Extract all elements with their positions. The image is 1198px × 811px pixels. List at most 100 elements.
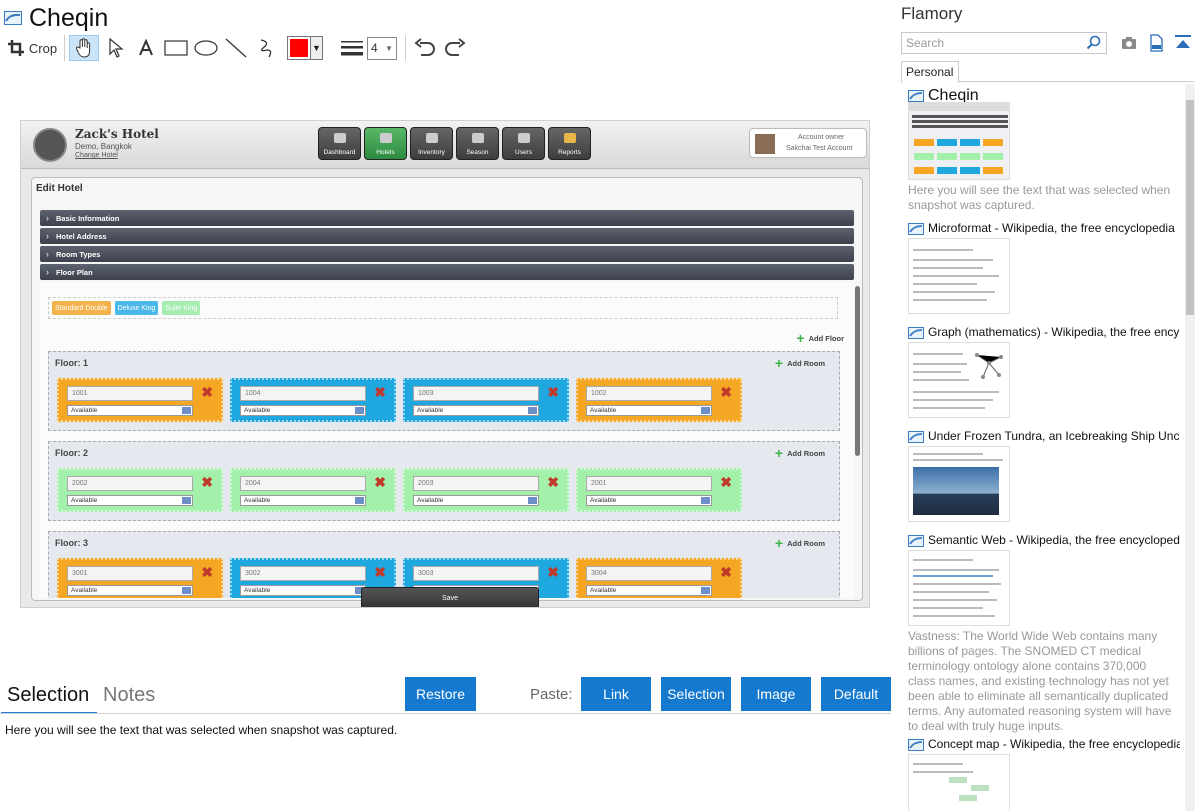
snapshot-image[interactable]: Zack's Hotel Demo, Bangkok Change Hotel … [20,120,870,608]
redo-button[interactable] [440,35,470,61]
delete-icon: ✖ [547,564,559,580]
section-floor-plan: Floor Plan [40,264,854,280]
nav-label: Users [515,149,532,156]
nav-label: Dashboard [323,149,356,156]
restore-button[interactable]: Restore [405,677,476,711]
list-item-title: Under Frozen Tundra, an Icebreaking Ship… [928,429,1180,443]
room-number: 1002 [586,386,712,401]
add-floor-label: Add Floor [808,333,844,343]
library-scrollbar-track[interactable] [1185,84,1195,811]
paste-selection-button[interactable]: Selection [661,677,731,711]
room-status: Available [67,405,193,416]
ellipse-tool-button[interactable] [191,35,221,61]
nav-dashboard: Dashboard [318,127,361,160]
save-bar: Save [361,587,539,607]
delete-icon: ✖ [201,564,213,580]
tab-selection[interactable]: Selection [7,684,90,706]
snapshot-thumbnail [908,238,1010,314]
hand-tool-button[interactable] [69,35,99,61]
tab-personal[interactable]: Personal [901,61,959,83]
legend-deluxe-king: Deluxe King [114,301,159,315]
room-number: 3004 [586,566,712,581]
room-status: Available [586,585,712,596]
library-title: Flamory [901,4,963,23]
room-number: 2003 [413,476,539,491]
search-icon[interactable] [1086,35,1102,51]
room-status: Available [413,495,539,506]
tab-notes[interactable]: Notes [103,684,156,706]
legend-standard-double: Standard Double [52,301,111,315]
account-box: Account owner Sakchai Test Account [749,128,867,158]
line-width-picker[interactable]: 4 ▼ [337,35,401,61]
room-status: Available [240,405,366,416]
library-scrollbar-thumb[interactable] [1186,100,1194,315]
snapshot-thumbnail [908,102,1010,180]
select-tool-button[interactable] [101,35,131,61]
delete-icon: ✖ [374,474,386,490]
add-room-link: +Add Room [774,445,825,461]
floor-title: Floor: 1 [55,358,88,368]
paste-default-button[interactable]: Default [821,677,891,711]
season-icon [471,133,484,143]
selection-text[interactable]: Here you will see the text that was sele… [5,723,398,737]
color-picker[interactable]: ▼ [287,36,323,60]
snapshot-title: Cheqin [29,3,109,32]
paste-link-button[interactable]: Link [581,677,651,711]
line-width-value: 4 [371,41,378,55]
add-room-link: +Add Room [775,356,825,370]
document-icon[interactable] [1147,34,1165,52]
text-tool-button[interactable] [131,35,161,61]
room-number: 1001 [67,386,193,401]
undo-button[interactable] [410,35,440,61]
crop-icon [7,40,24,56]
line-width-dropdown[interactable]: 4 ▼ [367,36,397,60]
crop-label: Crop [28,40,58,56]
account-name: Sakchai Test Account [786,145,853,152]
add-room-label: Add Room [787,538,825,548]
undo-icon [414,38,435,56]
library-pane: Flamory Search Personal Cheqin [896,0,1198,811]
room-status: Available [240,585,366,596]
plus-icon: + [774,445,784,461]
room-type-legend: Standard Double Deluxe King Suite King [48,297,838,319]
paste-image-button[interactable]: Image [741,677,811,711]
list-item-description: Here you will see the text that was sele… [908,183,1171,212]
toolbar-divider [64,35,65,61]
search-input[interactable]: Search [901,32,1107,54]
snapshot-thumbnail [908,446,1010,522]
snapshot-app-header: Zack's Hotel Demo, Bangkok Change Hotel … [21,121,869,169]
delete-icon: ✖ [720,474,732,490]
camera-icon[interactable] [1120,34,1138,52]
add-room-link: +Add Room [775,536,825,550]
delete-icon: ✖ [547,474,559,490]
nav-season: Season [456,127,499,160]
tabs-divider [0,713,891,714]
snapshot-nav: Dashboard Hotels Inventory Season Users … [318,127,591,160]
list-item-title: Concept map - Wikipedia, the free encycl… [928,737,1180,751]
snapshot-thumbnail [908,342,1010,418]
floor-title: Floor: 3 [55,538,88,548]
rectangle-tool-button[interactable] [161,35,191,61]
nav-label: Season [466,149,489,156]
text-icon [139,39,153,56]
room-status: Available [67,585,193,596]
freehand-tool-button[interactable] [251,35,281,61]
nav-label: Inventory [418,149,445,156]
account-label: Account owner [798,134,845,141]
collapse-to-top-icon[interactable] [1174,34,1192,52]
line-tool-button[interactable] [221,35,251,61]
room-status: Available [586,495,712,506]
snapshot-icon [908,90,924,102]
nav-reports: Reports [548,127,591,160]
plus-icon: + [796,330,805,346]
room-number: 1004 [240,386,366,401]
delete-icon: ✖ [720,564,732,580]
crop-button[interactable]: Crop [4,35,60,61]
toolbar-divider [405,35,406,61]
snapshot-title-row: Cheqin [4,3,108,33]
